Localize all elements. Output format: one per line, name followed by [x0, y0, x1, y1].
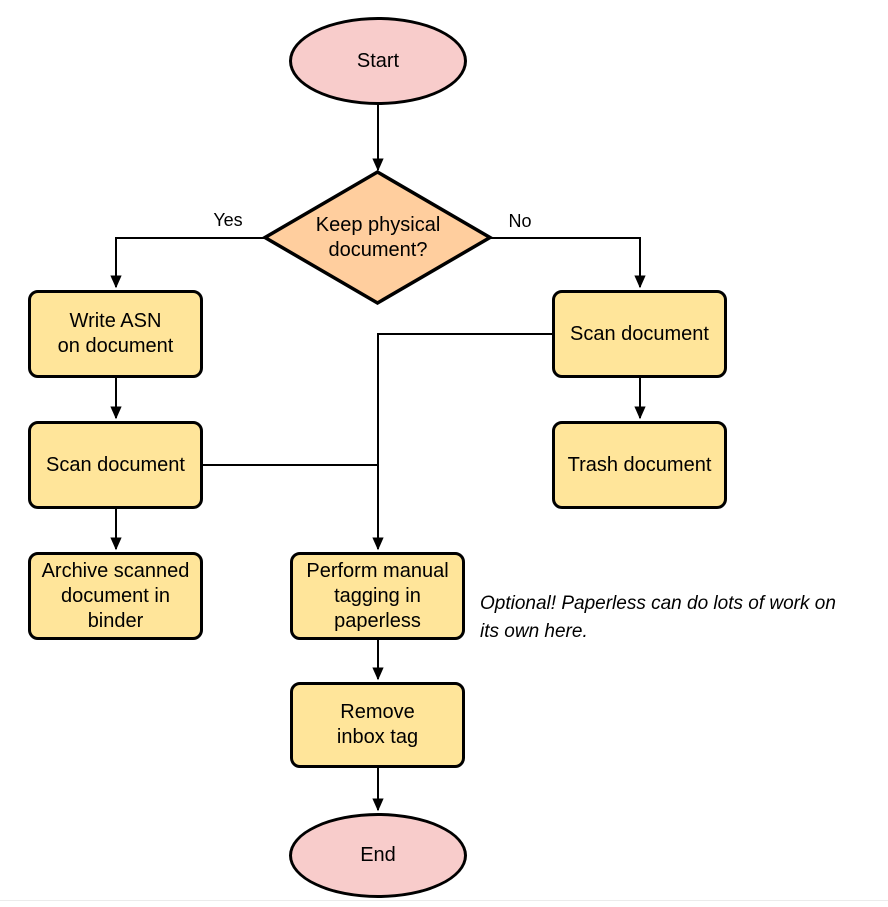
node-end-label: End [360, 844, 396, 866]
page-bottom-divider [0, 900, 888, 901]
node-decision-label: Keep physical document? [315, 214, 441, 261]
optional-note: Optional! Paperless can do lots of work … [480, 593, 836, 642]
edge-label-no: No [508, 211, 532, 231]
node-remove-inbox-tag: Remove inbox tag [290, 682, 465, 768]
node-scan-document-left: Scan document [28, 421, 203, 509]
edge-label-yes: Yes [213, 210, 243, 230]
node-write-asn: Write ASN on document [28, 290, 203, 378]
node-write-asn-label: Write ASN on document [57, 310, 174, 357]
node-scan-document-right-label: Scan document [570, 322, 709, 345]
node-scan-document-left-label: Scan document [46, 453, 185, 476]
node-remove-inbox-tag-label: Remove inbox tag [336, 701, 419, 748]
node-trash-document: Trash document [552, 421, 727, 509]
node-trash-document-label: Trash document [567, 453, 712, 476]
node-manual-tagging-label: Perform manual tagging in paperless [306, 559, 449, 632]
node-start-label: Start [356, 49, 400, 72]
node-end: End [289, 813, 467, 898]
edge-scan-right-to-tagging [372, 333, 552, 551]
edge-decision-yes-to-write-asn [110, 237, 265, 289]
decision-diamond-shape [261, 169, 494, 306]
node-archive-binder-label: Archive scanned document in binder [41, 559, 190, 632]
node-archive-binder: Archive scanned document in binder [28, 552, 203, 640]
node-start: Start [289, 17, 467, 105]
node-manual-tagging: Perform manual tagging in paperless [290, 552, 465, 640]
node-scan-document-right: Scan document [552, 290, 727, 378]
edge-decision-no-to-scan-right [489, 237, 646, 289]
node-decision: Keep physical document? [280, 207, 476, 269]
